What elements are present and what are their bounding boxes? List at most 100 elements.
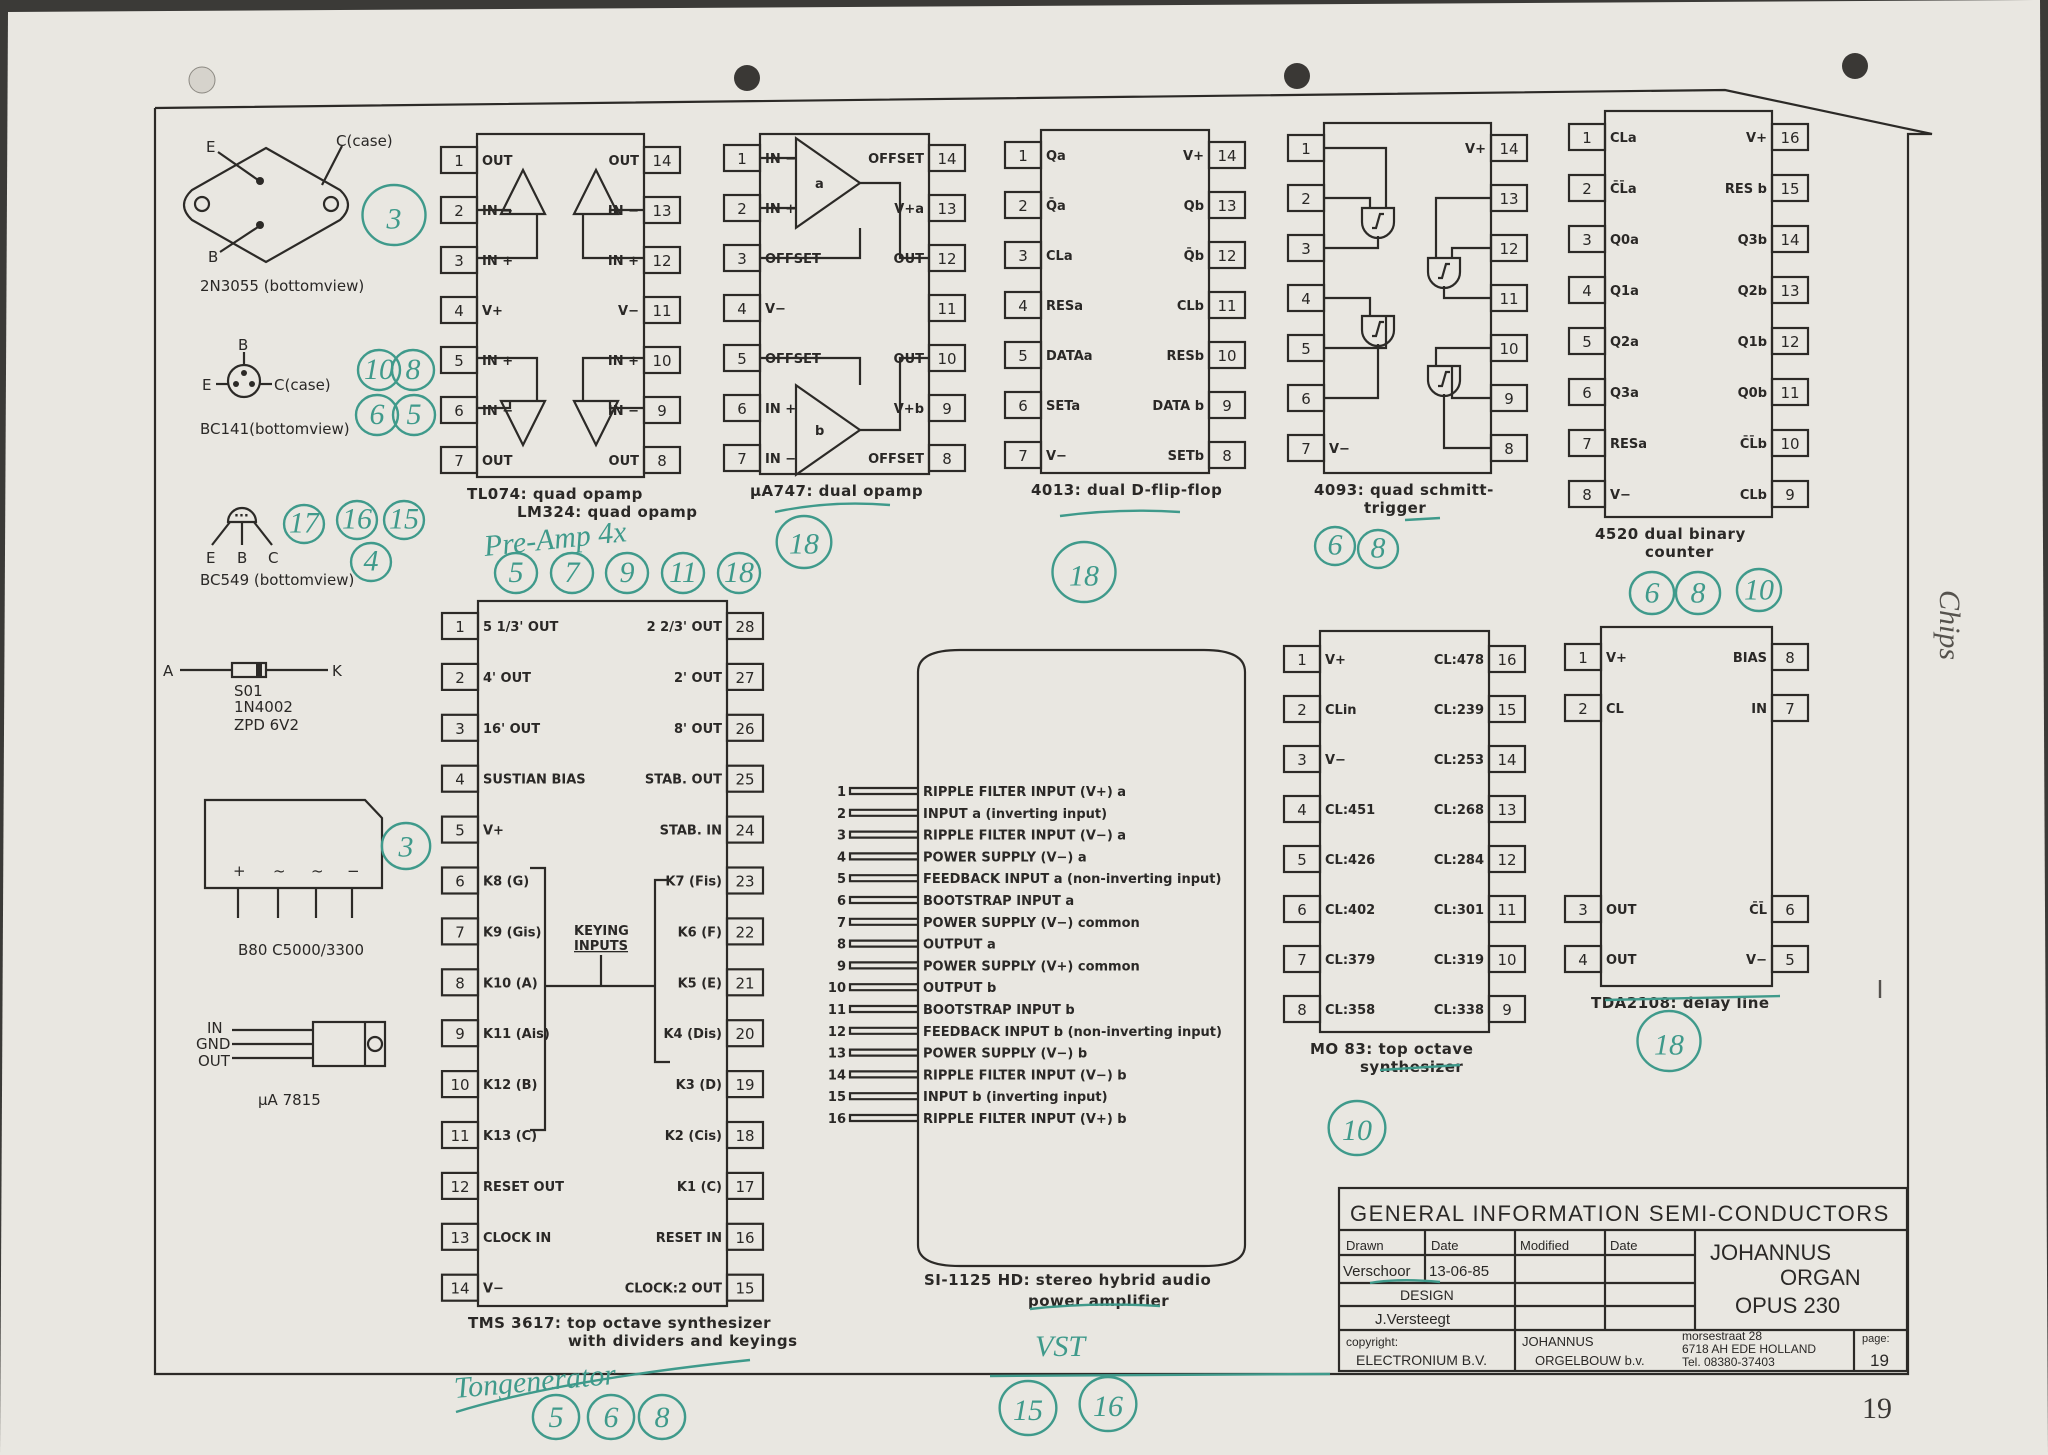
pin-number: 5	[454, 352, 464, 370]
annotation-circle: 6	[1313, 525, 1357, 567]
pin-number: 7	[1297, 951, 1307, 969]
pin-number: 10	[450, 1076, 469, 1094]
annotation-chips: Chips	[1933, 590, 1966, 660]
opamp-symbol-icon	[794, 136, 862, 230]
pin-number: 14	[937, 150, 956, 168]
pin-box	[725, 1120, 765, 1150]
ic-caption: 4520 dual binary	[1595, 525, 1746, 543]
annotation-vst: VST	[1035, 1330, 1087, 1363]
date-label: Date	[1431, 1238, 1458, 1253]
pin-box	[722, 393, 762, 423]
pin-label-c: C	[268, 549, 278, 567]
pin-number: 3	[1301, 240, 1311, 258]
pin-number: 13	[1780, 282, 1799, 300]
opamp-wiring	[760, 156, 929, 432]
annotation-circle: 18	[1636, 1009, 1702, 1073]
pin-number: 8	[657, 452, 667, 470]
pin-number: 2	[454, 202, 464, 220]
annotation-circle: 9	[604, 551, 650, 595]
pin-box	[725, 764, 765, 793]
pin-number: 6	[837, 894, 846, 909]
pin-label: IN −	[765, 152, 796, 167]
pin-number: 1	[455, 618, 465, 636]
pin-box	[440, 815, 480, 844]
page-number: 19	[1870, 1351, 1889, 1370]
pin-number: 2	[1582, 180, 1592, 198]
pin-number: 15	[1497, 701, 1516, 719]
pin-number: 8	[837, 938, 846, 953]
pin-box	[642, 145, 682, 175]
pin-label-b: B	[237, 549, 247, 567]
pin-number: 6	[1582, 384, 1592, 402]
pin-label: RESET IN	[656, 1231, 722, 1246]
pin-box	[1282, 944, 1322, 974]
pin-label: CL:253	[1434, 753, 1484, 768]
ic-caption: 4093: quad schmitt-	[1314, 481, 1494, 499]
annotation-circle: 17	[282, 503, 326, 545]
pin-number: 2	[737, 200, 747, 218]
company-product: ORGAN	[1780, 1265, 1861, 1290]
pin-number: 11	[1780, 384, 1799, 402]
pin-label: V−	[765, 302, 786, 317]
svg-text:5: 5	[509, 556, 524, 589]
pin-number: 9	[1222, 397, 1232, 415]
pin-box	[1003, 390, 1043, 420]
page-label: page:	[1862, 1333, 1890, 1345]
pin-box	[440, 968, 480, 997]
pin-number: 5	[1301, 340, 1311, 358]
ic-body	[1599, 625, 1774, 988]
pin-label: 5 1/3' OUT	[483, 620, 559, 635]
pin-box	[1770, 428, 1810, 458]
pin-box	[725, 917, 765, 946]
pin-label: RIPPLE FILTER INPUT (V+) a	[923, 785, 1126, 800]
svg-text:6: 6	[370, 398, 385, 431]
pin-number: 14	[652, 152, 671, 170]
pin-label: CLin	[1325, 703, 1357, 718]
pin-label: INPUT a (inverting input)	[923, 807, 1107, 822]
annotation-circle: 5	[531, 1393, 581, 1441]
pin-label: OFFSET	[765, 252, 821, 267]
pin-number: 13	[1497, 801, 1516, 819]
ic-caption: 4013: dual D-flip-flop	[1031, 481, 1222, 499]
maker-company: ORGELBOUW b.v.	[1535, 1353, 1645, 1368]
pin-label: IN +	[482, 254, 513, 269]
annotation-circle: 3	[361, 183, 427, 247]
pin-label: K7 (Fis)	[665, 875, 722, 890]
pin-box	[439, 445, 479, 475]
pin-box	[1770, 479, 1810, 509]
pin-box	[927, 293, 967, 323]
annotation-circle: 5	[391, 393, 437, 437]
amp-label: a	[815, 177, 824, 192]
pin-label: OUT	[894, 352, 925, 367]
pin-label: V+b	[894, 402, 924, 417]
pin-box	[1487, 794, 1527, 824]
pin-label: 16' OUT	[483, 722, 540, 737]
pin-number: 21	[735, 974, 754, 992]
pin-number: 13	[652, 202, 671, 220]
drawing-title: GENERAL INFORMATION SEMI-CONDUCTORS	[1350, 1201, 1890, 1226]
pin-box	[1563, 642, 1603, 672]
pin-label: CL:301	[1434, 903, 1484, 918]
pin-number: 4	[1297, 801, 1307, 819]
pin-box	[722, 293, 762, 323]
pin-label: K8 (G)	[483, 875, 529, 890]
diode-type: ZPD 6V2	[234, 716, 299, 734]
pin-box	[725, 611, 765, 641]
pin-number: 5	[455, 822, 465, 840]
pin-label: SUSTIAN BIAS	[483, 773, 586, 788]
nand-gate-icon	[1426, 364, 1462, 398]
pin-box	[927, 443, 967, 473]
pin-number: 12	[1497, 851, 1516, 869]
pin-label: CL:338	[1434, 1003, 1484, 1018]
pin-label: V+	[483, 824, 504, 839]
pin-number: 8	[1297, 1001, 1307, 1019]
pin-number: 13	[1499, 190, 1518, 208]
svg-text:10: 10	[364, 353, 394, 386]
